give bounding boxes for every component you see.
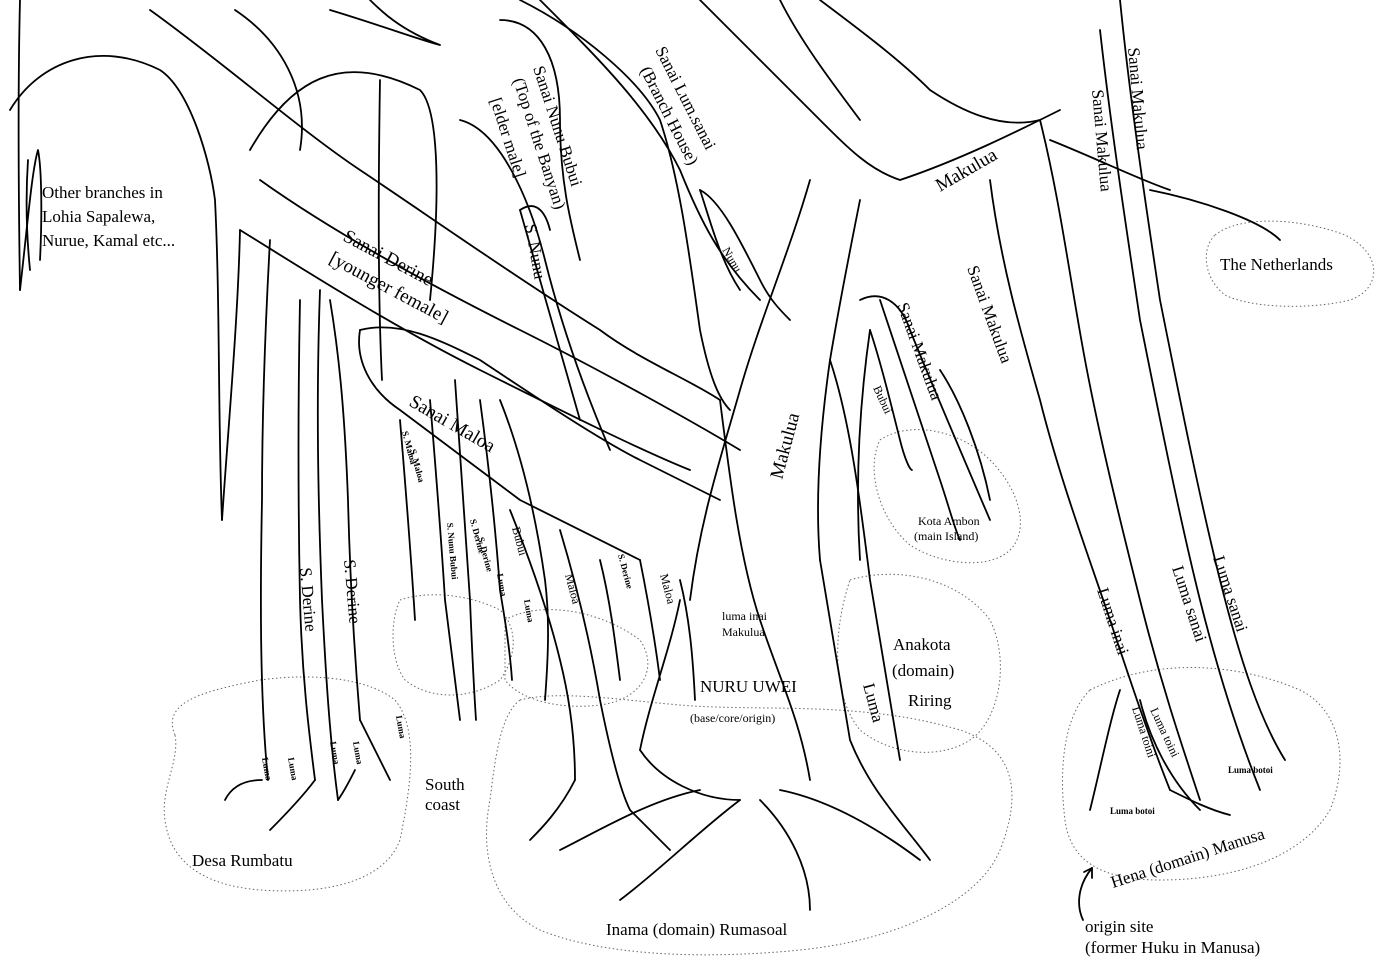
label-nuru-uwei-1: NURU UWEI bbox=[700, 677, 797, 696]
label-south-coast-1: South bbox=[425, 775, 465, 794]
label-s-derine-mid: S. Derine bbox=[616, 553, 635, 590]
label-kota-ambon-2: (main Island) bbox=[914, 529, 978, 543]
label-s-nunu: S. Nunu bbox=[521, 222, 549, 281]
label-luma-r1: Luma bbox=[260, 757, 274, 782]
label-s-nunu-bubui: S. Nunu Bubui bbox=[445, 522, 460, 580]
label-luma-r5: Luma bbox=[394, 715, 408, 740]
diagram-labels: Other branches in Lohia Sapalewa, Nurue,… bbox=[42, 43, 1333, 957]
label-luma-botoi-1: Luma botoi bbox=[1110, 806, 1155, 816]
label-luma-inai-makulua-1: luma inai bbox=[722, 609, 768, 623]
label-origin-site-2: (former Huku in Manusa) bbox=[1085, 938, 1260, 957]
label-luma-r2: Luma bbox=[286, 757, 300, 782]
label-anakota-2: (domain) bbox=[892, 661, 954, 680]
label-luma-b: Luma bbox=[522, 599, 536, 624]
origin-arrow bbox=[1079, 868, 1092, 920]
label-luma-r4: Luma bbox=[351, 741, 365, 766]
region-south-coast bbox=[393, 595, 513, 695]
label-the-netherlands: The Netherlands bbox=[1220, 255, 1333, 274]
label-maloa-2: Maloa bbox=[657, 572, 679, 606]
label-luma-inai: Luma inai bbox=[1093, 585, 1133, 657]
region-inama bbox=[487, 696, 1012, 955]
label-other-branches-2: Lohia Sapalewa, bbox=[42, 207, 155, 226]
label-nuru-uwei-2: (base/core/origin) bbox=[690, 711, 775, 725]
label-luma-inai-makulua-2: Makulua bbox=[722, 625, 765, 639]
label-anakota-1: Anakota bbox=[893, 635, 951, 654]
region-middle bbox=[505, 610, 648, 707]
label-other-branches-1: Other branches in bbox=[42, 183, 163, 202]
label-sanai-makulua-far1: Sanai Makulua bbox=[1088, 89, 1116, 193]
label-makulua-trunk: Makulua bbox=[767, 410, 805, 481]
label-luma-botoi-2: Luma botoi bbox=[1228, 765, 1273, 775]
label-luma-r3: Luma bbox=[328, 741, 342, 766]
label-desa-rumbatu: Desa Rumbatu bbox=[192, 851, 293, 870]
label-bubui-left: Bubui bbox=[509, 525, 530, 558]
label-luma-center: Luma bbox=[859, 681, 888, 725]
label-luma-sanai-1: Luma sanai bbox=[1168, 563, 1211, 644]
label-kota-ambon-1: Kota Ambon bbox=[918, 514, 980, 528]
label-s-derine-left: S. Derine bbox=[296, 567, 321, 633]
label-sanai-makulua-mid: Sanai Makulua bbox=[893, 300, 946, 403]
label-s-maloa-2: S. Maloa bbox=[408, 448, 427, 484]
label-other-branches-3: Nurue, Kamal etc... bbox=[42, 231, 175, 250]
label-origin-site-1: origin site bbox=[1085, 917, 1153, 936]
label-maloa-1: Maloa bbox=[562, 572, 584, 606]
label-bubui-right: Bubui bbox=[870, 383, 895, 416]
label-s-derine-left2: S. Derine bbox=[340, 559, 365, 625]
label-sanai-makulua-far2: Sanai Makulua bbox=[1124, 47, 1152, 151]
label-luma-a: Luma bbox=[495, 573, 509, 598]
label-south-coast-2: coast bbox=[425, 795, 460, 814]
label-anakota-3: Riring bbox=[908, 691, 952, 710]
label-luma-sanai-2: Luma sanai bbox=[1209, 553, 1252, 634]
label-inama-rumasoal: Inama (domain) Rumasoal bbox=[606, 920, 788, 939]
label-hena-manusa: Hena (domain) Manusa bbox=[1108, 824, 1267, 892]
